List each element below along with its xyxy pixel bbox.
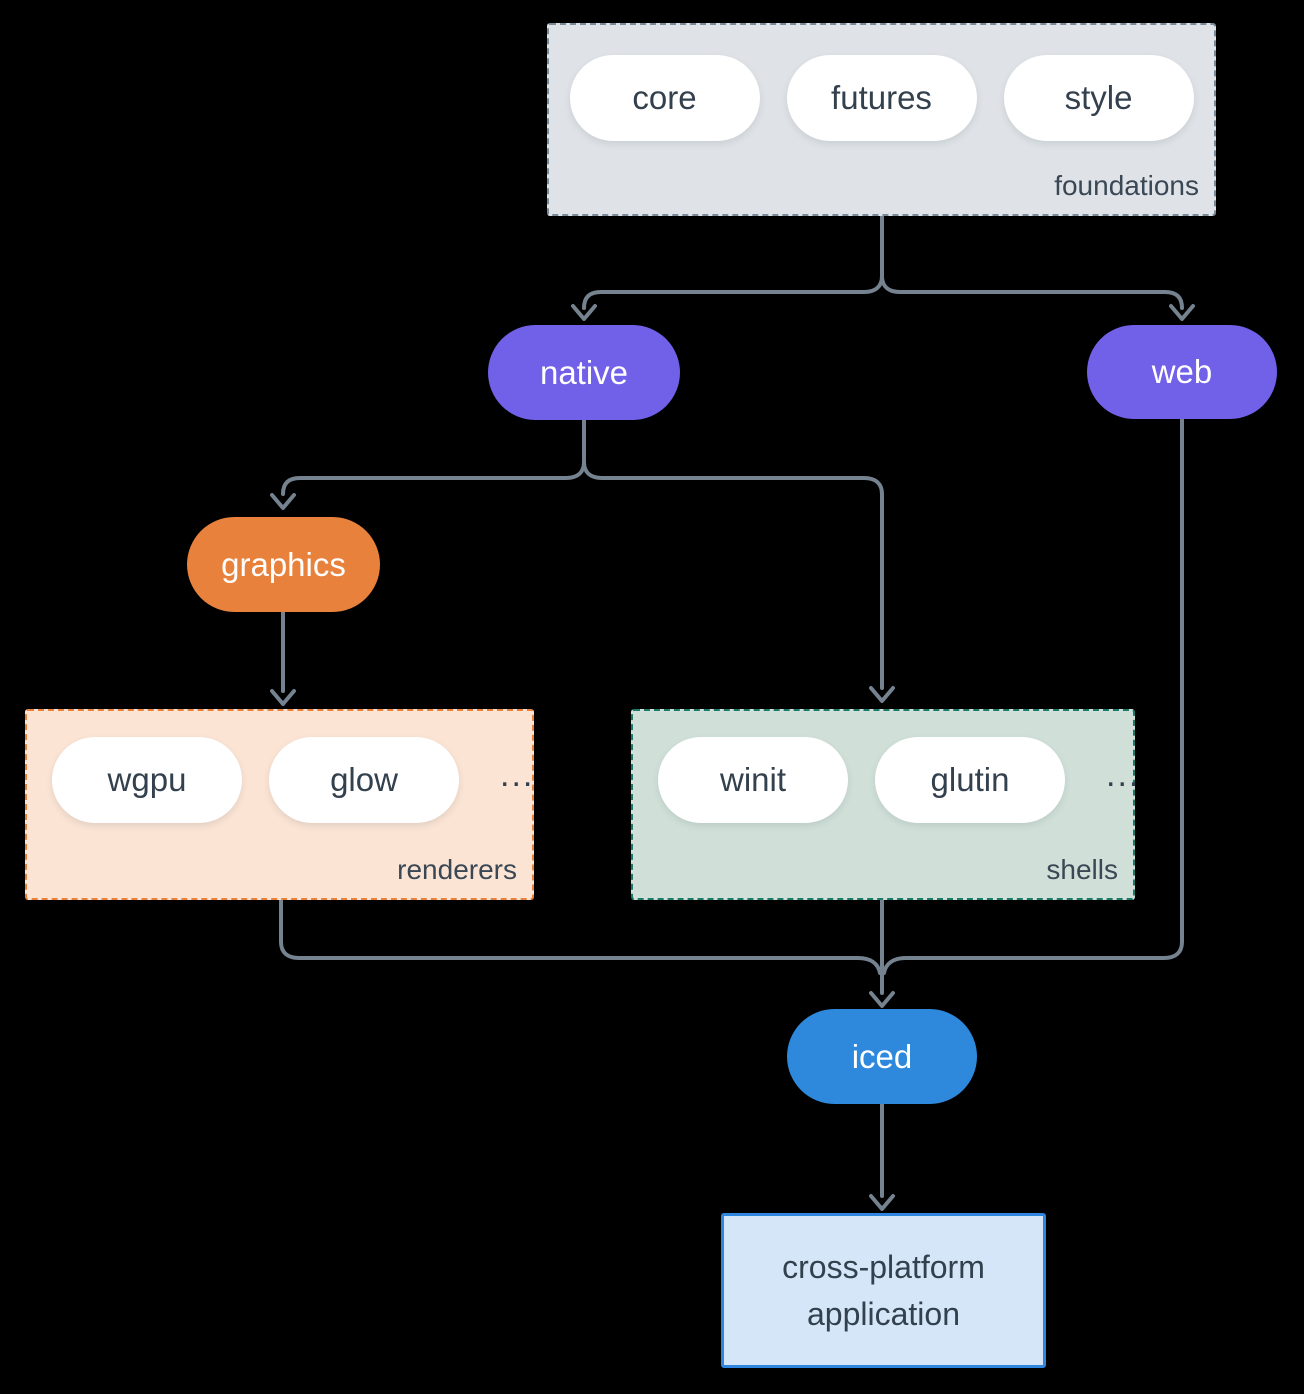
edge-graphics-renderers xyxy=(270,610,296,706)
node-web: web xyxy=(1087,325,1277,419)
edge-foundations-web xyxy=(880,214,1195,321)
renderers-group: wgpu glow ... renderers xyxy=(25,709,534,900)
node-iced: iced xyxy=(787,1009,977,1104)
foundations-group-label: foundations xyxy=(1054,170,1199,201)
renderers-group-label: renderers xyxy=(397,854,517,885)
node-cross-platform-application: cross-platform application xyxy=(721,1213,1046,1368)
node-wgpu: wgpu xyxy=(52,737,242,823)
edge-shells-iced xyxy=(869,898,895,1008)
edge-iced-application xyxy=(869,1102,895,1211)
node-futures: futures xyxy=(786,55,977,141)
shells-group-label: shells xyxy=(1046,854,1118,885)
foundations-group: core futures style foundations xyxy=(547,23,1216,216)
foundations-pill-row: core futures style xyxy=(549,55,1214,141)
edge-native-shells xyxy=(582,418,895,703)
edge-foundations-native xyxy=(571,214,884,321)
node-glutin: glutin xyxy=(875,737,1065,823)
node-graphics: graphics xyxy=(187,517,380,612)
node-style: style xyxy=(1003,55,1194,141)
node-glow: glow xyxy=(269,737,459,823)
renderers-pill-row: wgpu glow ... xyxy=(27,737,532,823)
renderers-ellipsis: ... xyxy=(500,755,535,794)
shells-pill-row: winit glutin ... xyxy=(633,737,1138,823)
edge-renderers-junction xyxy=(279,898,882,975)
node-winit: winit xyxy=(658,737,848,823)
node-core: core xyxy=(569,55,760,141)
node-native: native xyxy=(488,325,680,420)
edge-native-graphics xyxy=(270,418,586,510)
shells-ellipsis: ... xyxy=(1106,755,1141,794)
shells-group: winit glutin ... shells xyxy=(631,709,1138,900)
